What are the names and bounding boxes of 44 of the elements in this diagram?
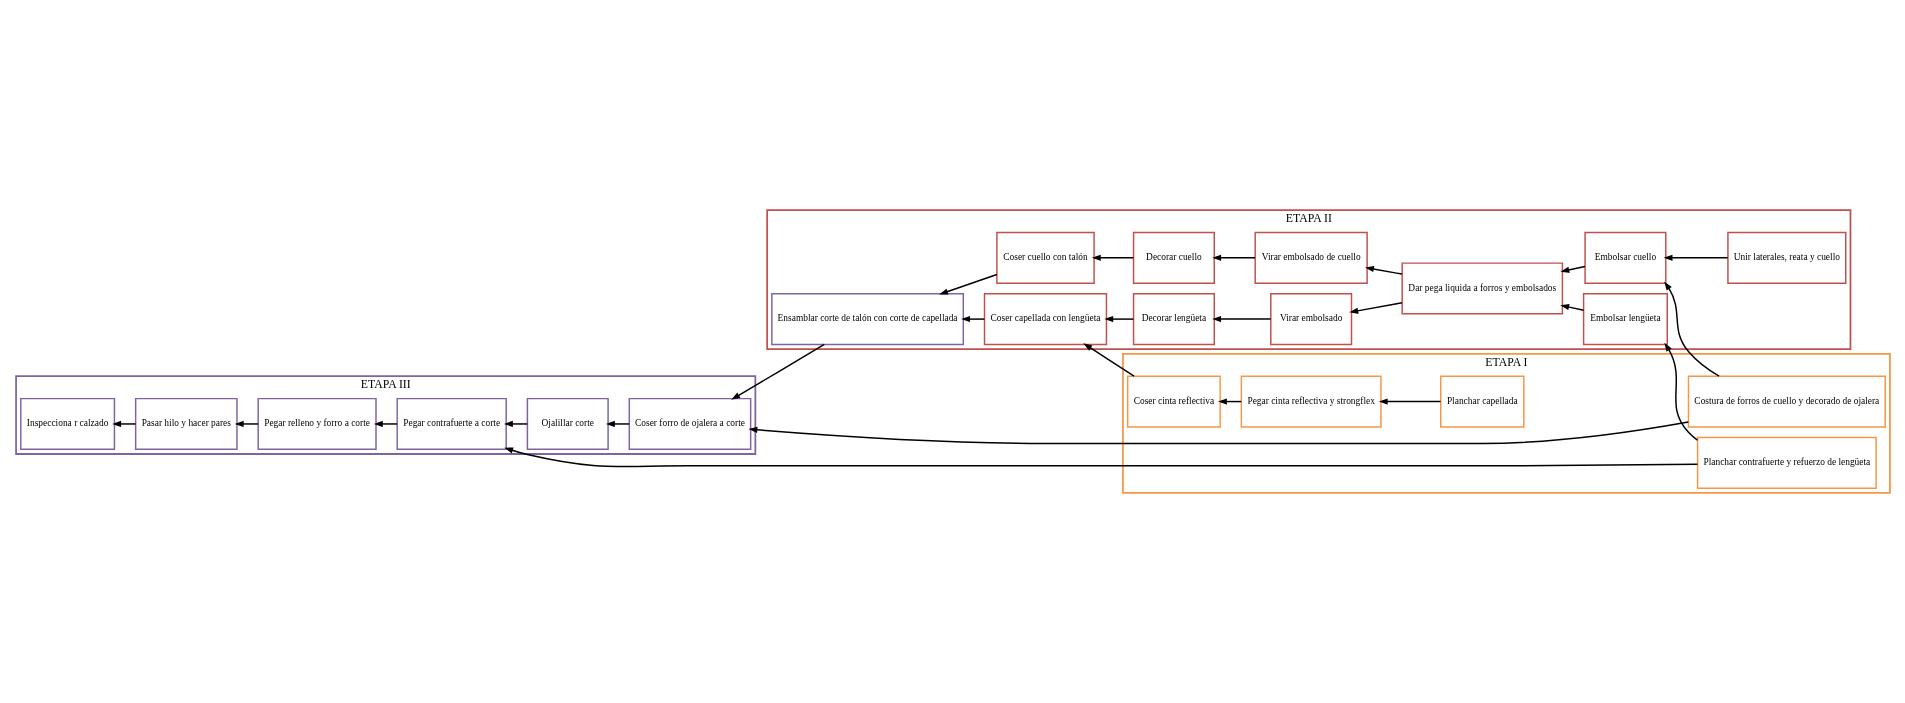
node-box: Virar embolsado xyxy=(1269,293,1352,346)
arrow xyxy=(1211,316,1271,323)
arrow xyxy=(938,273,998,295)
arrow xyxy=(1663,254,1728,261)
node-box: Dar pega liquida a forros y embolsados xyxy=(1400,262,1563,315)
arrow xyxy=(1348,302,1403,314)
arrow xyxy=(1364,265,1403,275)
node-box: Costura de forros de cuello y decorado de ojalera xyxy=(1687,375,1886,428)
arrow xyxy=(234,420,259,428)
arrow xyxy=(503,447,1698,468)
arrow xyxy=(1103,316,1134,323)
arrow xyxy=(1082,343,1135,377)
arrow xyxy=(111,420,136,428)
arrow xyxy=(1559,304,1584,311)
arrow xyxy=(748,421,1689,445)
node-box: Decorar cuello xyxy=(1132,231,1215,284)
arrow xyxy=(605,420,630,428)
node-box: Pegar contrafuerte a corte xyxy=(395,397,507,451)
node-box: Coser cuello con talón xyxy=(995,231,1095,284)
node-box: Ensamblar corte de talón con corte de capellada xyxy=(770,293,964,346)
node-box: Coser cinta reflectiva xyxy=(1126,375,1221,428)
node-box: Ojalillar corte xyxy=(526,397,609,451)
node-box: Decorar lengüeta xyxy=(1132,293,1215,346)
arrow xyxy=(1091,254,1134,261)
node-box: Pegar relleno y forro a corte xyxy=(256,397,377,451)
node-box: Pegar cinta reflectiva y strongflex xyxy=(1240,375,1382,428)
arrow xyxy=(1211,254,1256,261)
arrow xyxy=(1663,342,1698,441)
arrow xyxy=(730,343,825,400)
node-box: Coser capellada con lengüeta xyxy=(983,293,1107,346)
arrow xyxy=(1559,265,1586,273)
node-box: Planchar capellada xyxy=(1439,375,1525,428)
node-box: Embolsar cuello xyxy=(1583,231,1667,284)
arrow xyxy=(373,420,398,428)
node-box: Planchar contrafuerte y refuerzo de lengüeta xyxy=(1696,436,1877,489)
node-box: Inspecciona r calzado xyxy=(19,397,115,451)
arrow xyxy=(1378,398,1441,405)
node-box: Pasar hilo y hacer pares xyxy=(134,397,238,451)
node-box: Virar embolsado de cuello xyxy=(1253,231,1368,284)
arrow xyxy=(960,316,985,323)
arrow xyxy=(503,420,528,428)
node-box: Embolsar lengüeta xyxy=(1582,293,1668,346)
node-box: Unir laterales, reata y cuello xyxy=(1726,231,1846,284)
node-box: Coser forro de ojalera a corte xyxy=(628,397,751,451)
